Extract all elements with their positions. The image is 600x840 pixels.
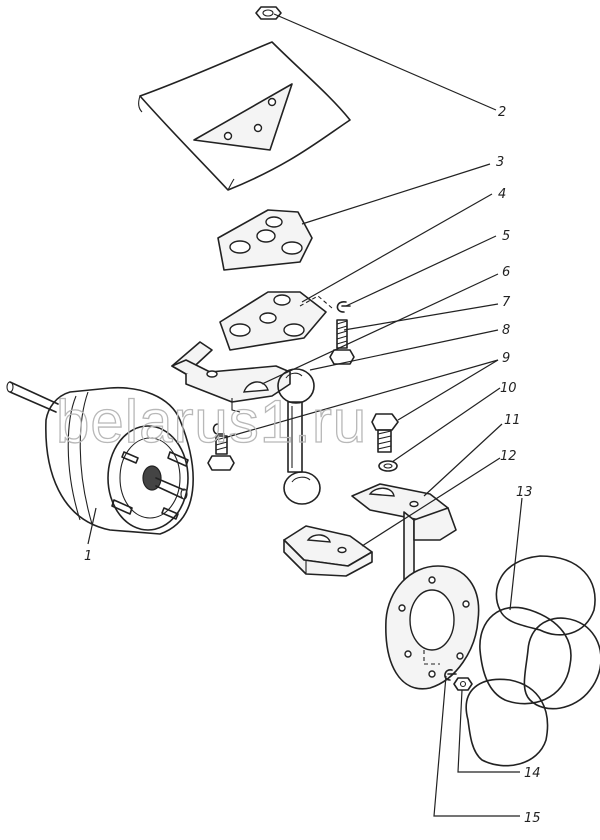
part-9-bolt-left bbox=[207, 423, 235, 471]
part-11-mount-bracket bbox=[351, 483, 480, 690]
callout-7: 7 bbox=[502, 295, 511, 310]
part-2-top-nut bbox=[255, 6, 282, 20]
callout-8: 8 bbox=[502, 323, 510, 338]
callout-1: 1 bbox=[84, 549, 92, 564]
part-14-nut bbox=[453, 677, 473, 691]
callout-5: 5 bbox=[502, 229, 510, 244]
part-8-ball-link bbox=[277, 368, 321, 505]
part-3-upper-plate bbox=[217, 209, 313, 271]
callout-2: 2 bbox=[498, 105, 506, 120]
callout-4: 4 bbox=[498, 187, 506, 202]
part-4-lower-plate bbox=[219, 291, 333, 351]
motor-studs bbox=[111, 451, 189, 520]
part-12-clamp-bracket bbox=[283, 525, 373, 577]
callout-12: 12 bbox=[500, 449, 517, 464]
part-6-angle-bracket bbox=[171, 341, 291, 413]
watermark-text: belarus1.ru bbox=[56, 388, 367, 455]
callout-labels: 1 2 3 4 5 6 7 8 9 10 11 12 13 14 15 bbox=[84, 105, 541, 826]
part-5-lock-ring bbox=[336, 301, 351, 313]
callout-15: 15 bbox=[524, 811, 541, 826]
part-10-lock-ring bbox=[378, 460, 398, 472]
part-9-bolt-right bbox=[371, 413, 399, 453]
callout-13: 13 bbox=[516, 485, 533, 500]
callout-3: 3 bbox=[496, 155, 504, 170]
callout-11: 11 bbox=[504, 413, 521, 428]
part-15-lock-washer bbox=[444, 669, 457, 681]
part-1-motor bbox=[6, 381, 194, 535]
callout-10: 10 bbox=[500, 381, 517, 396]
cloth-sheet bbox=[138, 41, 351, 191]
callout-9: 9 bbox=[502, 351, 510, 366]
callout-14: 14 bbox=[524, 766, 541, 781]
callout-6: 6 bbox=[502, 265, 510, 280]
part-7-bolt bbox=[329, 319, 355, 365]
leader-lines bbox=[87, 13, 523, 817]
part-13-fan-impeller bbox=[465, 555, 600, 767]
